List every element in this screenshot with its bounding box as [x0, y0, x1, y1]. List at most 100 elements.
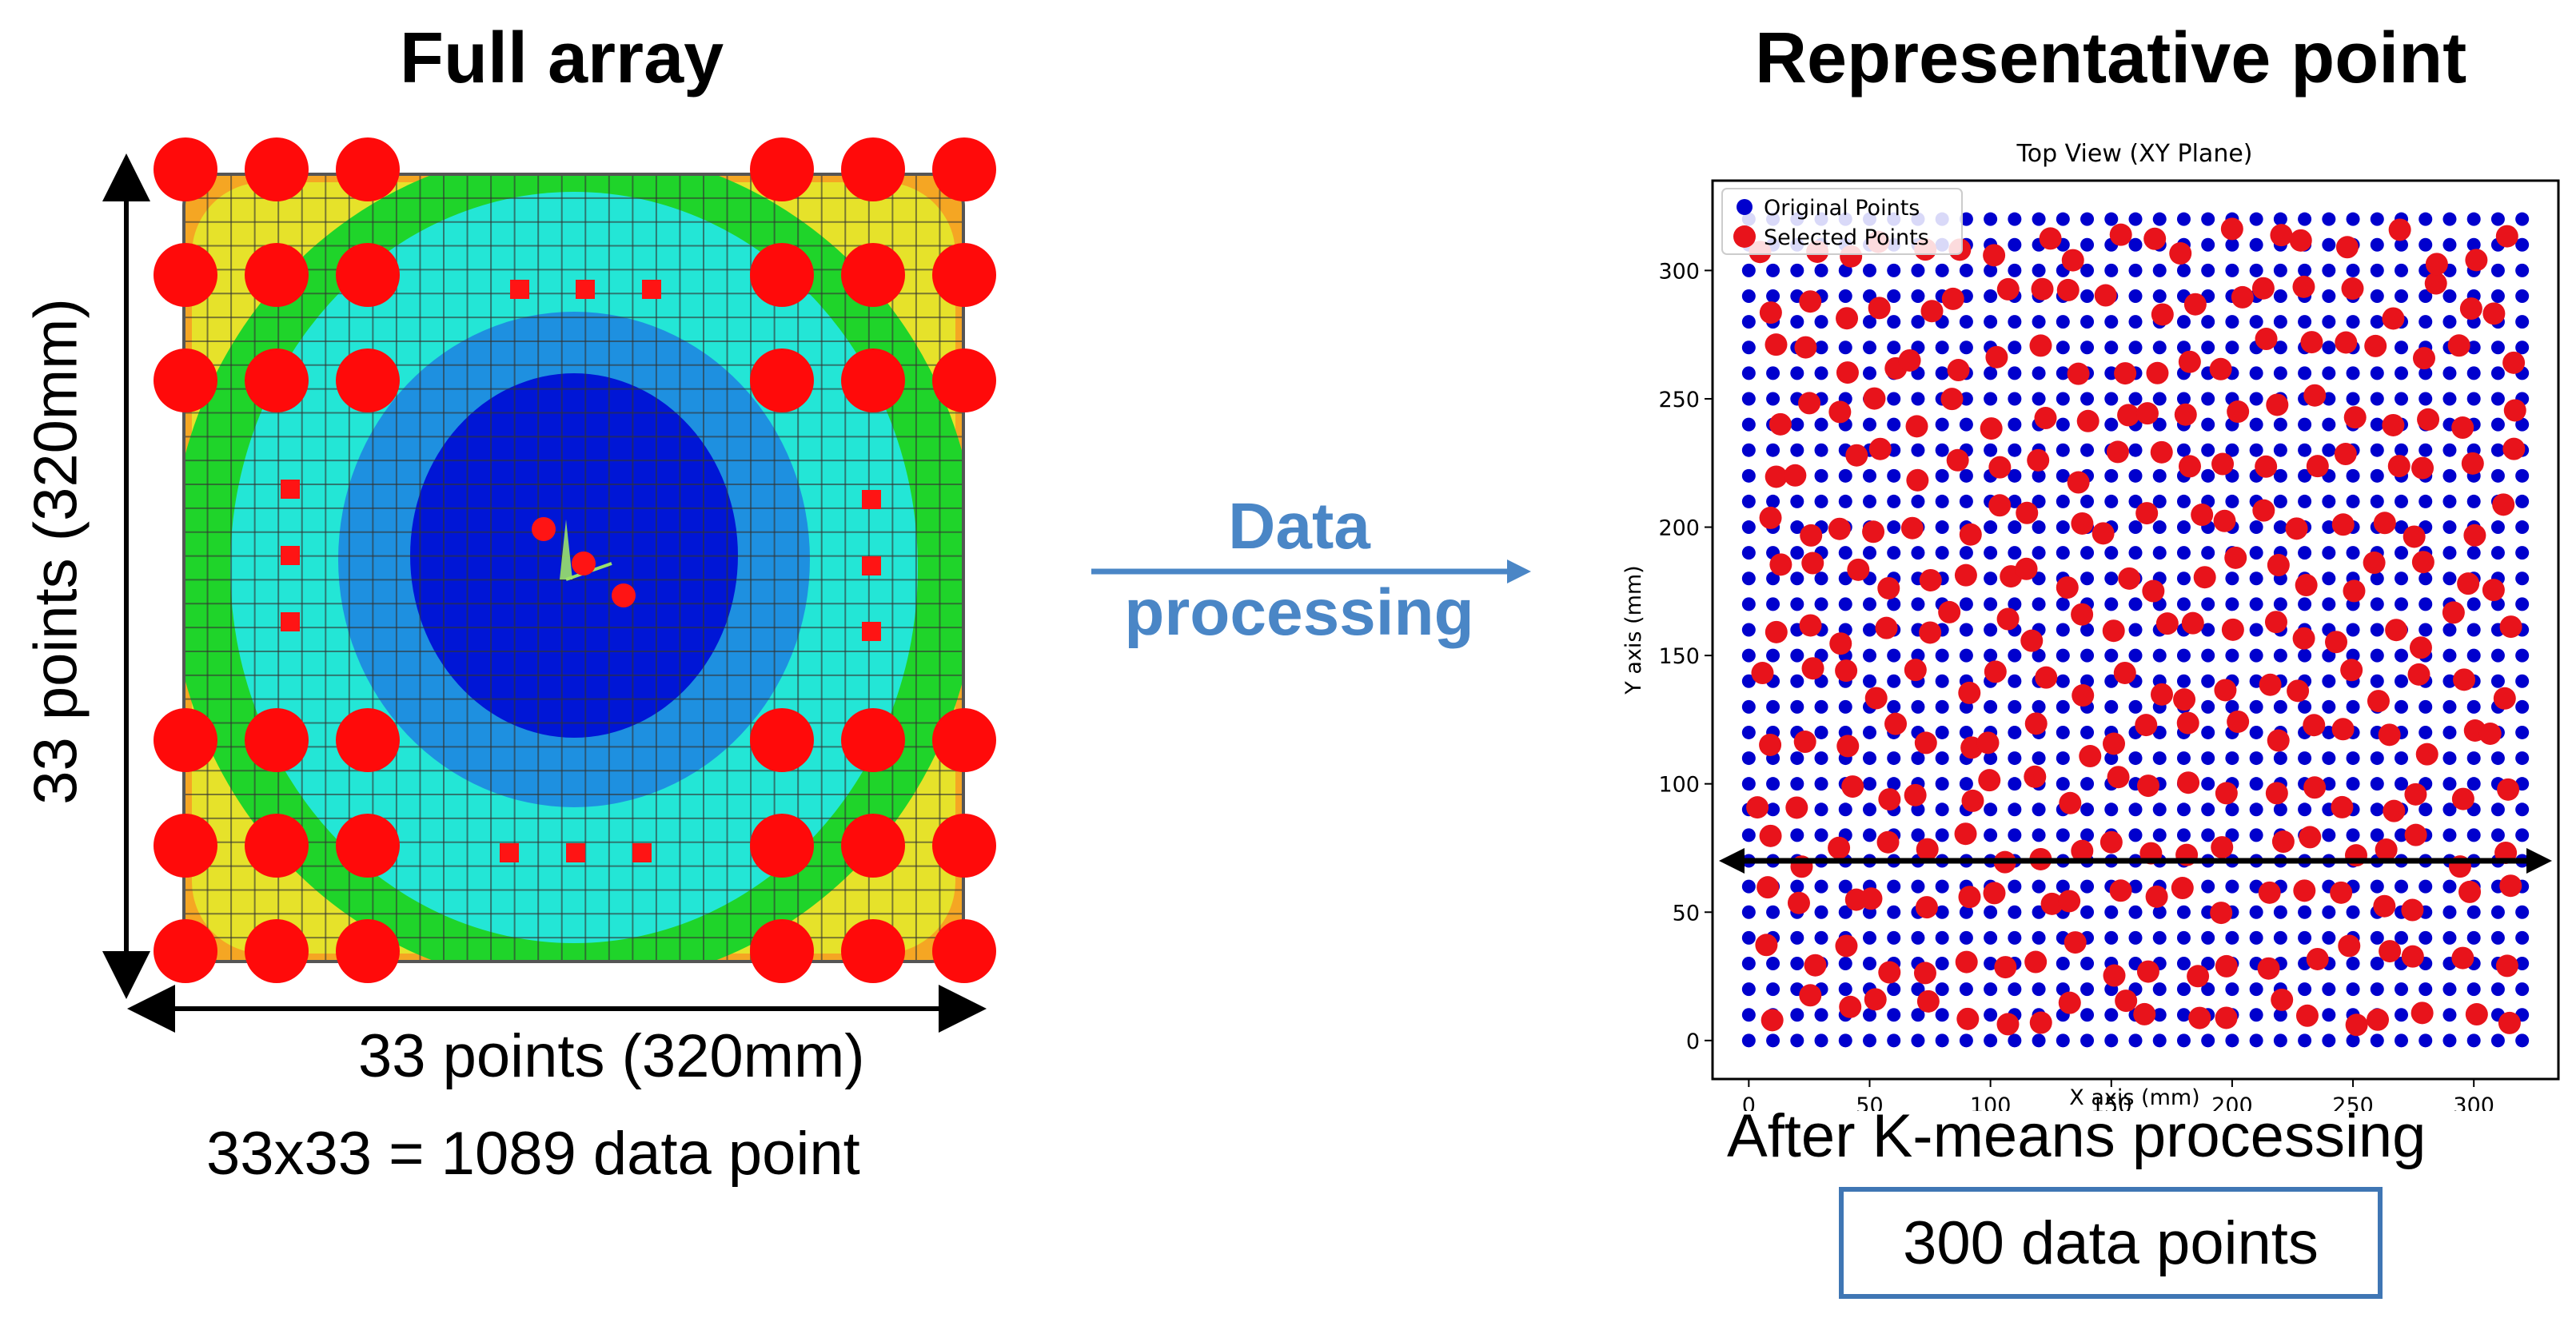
original-point: [2466, 828, 2481, 842]
original-point: [1862, 468, 1876, 483]
original-point: [2008, 340, 2022, 355]
original-point: [1959, 546, 1973, 560]
original-point: [1814, 699, 1828, 714]
selected-point: [2295, 574, 2318, 597]
original-point: [2418, 982, 2433, 997]
original-point: [2056, 956, 2070, 970]
original-point: [1935, 699, 1949, 714]
original-point: [2056, 520, 2070, 535]
selected-point: [2375, 838, 2398, 862]
selected-point: [2118, 567, 2141, 590]
full-array-title: Full array: [400, 18, 724, 98]
original-point: [1741, 905, 1756, 919]
original-point: [2490, 648, 2505, 663]
selected-point: [1900, 516, 1924, 540]
original-point: [2104, 597, 2119, 611]
original-point: [2490, 392, 2505, 406]
original-point: [2298, 597, 2312, 611]
original-point: [2056, 725, 2070, 739]
original-point: [1887, 468, 1901, 483]
original-point: [2225, 340, 2239, 355]
original-point: [2176, 597, 2191, 611]
original-point: [1741, 725, 1756, 739]
original-point: [1814, 777, 1828, 791]
original-point: [2032, 879, 2046, 894]
original-point: [1984, 828, 1998, 842]
selected-point: [1836, 735, 1860, 758]
original-point: [2370, 802, 2384, 817]
original-point: [2008, 879, 2022, 894]
original-point: [2442, 392, 2457, 406]
original-point: [2080, 982, 2095, 997]
selected-point: [2258, 881, 2281, 904]
original-point: [2322, 212, 2336, 226]
selected-point: [2058, 890, 2081, 913]
selected-point: [2292, 627, 2315, 650]
original-point: [2442, 520, 2457, 535]
original-point: [1741, 520, 1756, 535]
corner-point: [336, 814, 400, 878]
selected-point: [1864, 687, 1888, 710]
selected-point: [2034, 407, 2057, 430]
original-point: [2442, 212, 2457, 226]
original-point: [2466, 392, 2481, 406]
selected-point: [2146, 361, 2169, 384]
original-point: [2370, 623, 2384, 637]
original-point: [2442, 674, 2457, 688]
selected-point: [2492, 493, 2515, 516]
original-point: [2128, 828, 2143, 842]
original-point: [2152, 417, 2167, 432]
selected-point: [2259, 673, 2282, 696]
original-point: [1814, 1033, 1828, 1048]
original-point: [2466, 237, 2481, 252]
selected-point: [2210, 902, 2233, 925]
original-point: [2466, 777, 2481, 791]
original-point: [2008, 725, 2022, 739]
selected-point: [1941, 287, 1964, 310]
original-point: [2370, 879, 2384, 894]
original-point: [2128, 340, 2143, 355]
selected-point: [2188, 1006, 2211, 1029]
original-point: [2273, 802, 2287, 817]
original-point: [2080, 623, 2095, 637]
selected-point: [2364, 334, 2387, 357]
original-point: [2395, 1033, 2409, 1048]
selected-point: [2135, 714, 2158, 737]
edge-square: [281, 612, 300, 631]
selected-point: [2029, 1011, 2052, 1034]
original-point: [1741, 546, 1756, 560]
selected-point: [2338, 934, 2361, 958]
selected-point: [2015, 557, 2038, 580]
original-point: [2249, 315, 2263, 329]
original-point: [1790, 494, 1804, 508]
original-point: [2346, 905, 2360, 919]
original-point: [2490, 674, 2505, 688]
x-tick-label: 100: [1970, 1093, 2012, 1111]
selected-point: [1845, 444, 1868, 467]
selected-point: [2330, 881, 2353, 904]
original-point: [2080, 828, 2095, 842]
original-point: [1790, 751, 1804, 766]
original-point: [2418, 597, 2433, 611]
original-point: [1766, 366, 1780, 380]
corner-point: [154, 919, 217, 983]
selected-point: [2071, 603, 2094, 626]
original-point: [2515, 212, 2530, 226]
selected-point: [1759, 506, 1782, 529]
original-point: [2032, 546, 2046, 560]
selected-point: [1836, 361, 1859, 384]
original-point: [2322, 494, 2336, 508]
original-point: [1741, 494, 1756, 508]
original-point: [2249, 802, 2263, 817]
original-point: [1790, 315, 1804, 329]
original-point: [2370, 263, 2384, 277]
original-point: [2466, 982, 2481, 997]
original-point: [2080, 315, 2095, 329]
original-point: [2370, 571, 2384, 586]
selected-point: [2079, 745, 2102, 768]
original-point: [1984, 366, 1998, 380]
original-point: [2490, 546, 2505, 560]
original-point: [2442, 468, 2457, 483]
